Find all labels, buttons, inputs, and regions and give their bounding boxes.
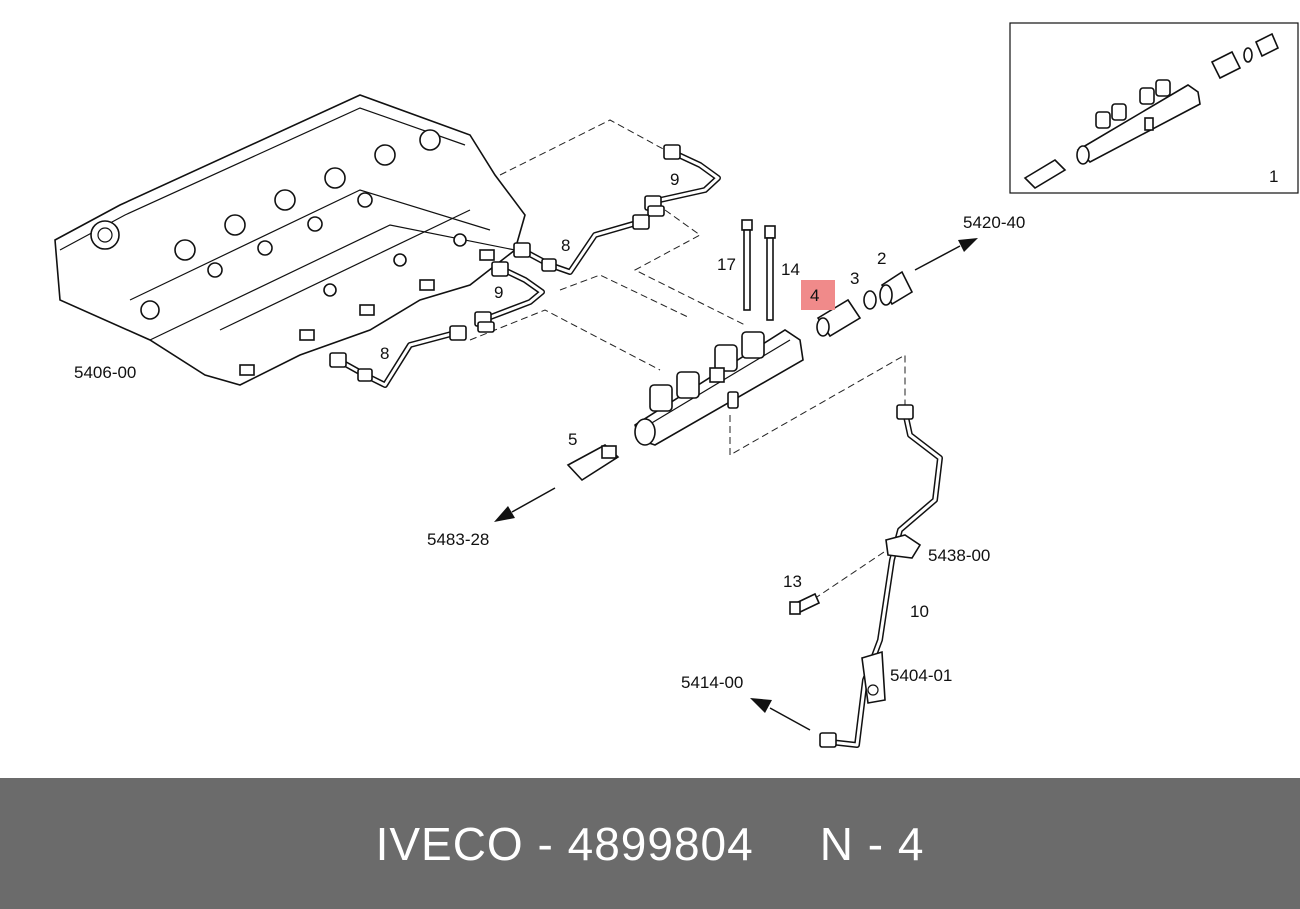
common-rail-drawing — [634, 329, 804, 446]
brand-name: IVECO — [375, 817, 524, 870]
suffix-number: 4 — [897, 817, 925, 870]
injector-pipe-9-lower — [474, 261, 545, 333]
callout-13: 13 — [783, 572, 802, 591]
callout-4-highlight — [801, 280, 835, 310]
sensor-5-drawing — [566, 444, 620, 482]
clamp-5438 — [885, 534, 922, 559]
bolt-17-drawing — [741, 219, 753, 311]
part-2-plug — [879, 270, 914, 306]
part-4-valve-body — [816, 298, 862, 338]
ref-5406-00: 5406-00 — [74, 363, 136, 382]
callout-17: 17 — [717, 255, 736, 274]
callout-3: 3 — [850, 269, 859, 288]
suffix-letter: N — [819, 817, 854, 870]
ref-5420-40: 5420-40 — [963, 213, 1025, 232]
dashed-leaders — [469, 119, 906, 606]
bolt-13-drawing — [789, 592, 821, 615]
injector-pipe-9-upper — [644, 144, 721, 217]
part-3-seal-ring — [863, 290, 877, 310]
callout-4: 4 — [810, 286, 819, 305]
callout-9-lower: 9 — [494, 283, 503, 302]
inset-box — [1009, 22, 1299, 194]
callout-2: 2 — [877, 249, 886, 268]
callout-8-lower: 8 — [380, 344, 389, 363]
clamp-5404 — [861, 650, 886, 704]
suffix-dash: - — [867, 817, 885, 870]
ref-5404-01: 5404-01 — [890, 666, 952, 685]
arrow-5483-28 — [494, 487, 556, 522]
cylinder-head-drawing — [54, 94, 526, 386]
callout-5: 5 — [568, 430, 577, 449]
ref-5438-00: 5438-00 — [928, 546, 990, 565]
parts-diagram: 1 2 3 4 5 8 8 9 9 10 13 14 17 5406-00 54… — [54, 22, 1299, 748]
head-bolts — [239, 249, 495, 376]
injector-pipe-8-lower — [329, 325, 467, 388]
separator-dash: - — [537, 817, 554, 870]
callout-1: 1 — [1269, 167, 1278, 186]
inset-sensor-drawing — [1023, 158, 1067, 190]
callout-10: 10 — [910, 602, 929, 621]
part-number-banner: IVECO - 4899804 N - 4 — [0, 778, 1300, 909]
part-number: 4899804 — [567, 817, 754, 870]
inset-valve-drawing — [1210, 32, 1280, 80]
callout-8-upper: 8 — [561, 236, 570, 255]
head-ports — [90, 129, 467, 320]
callout-14: 14 — [781, 260, 800, 279]
ref-5414-00: 5414-00 — [681, 673, 743, 692]
callout-9-upper: 9 — [670, 170, 679, 189]
inset-rail-drawing — [1076, 79, 1201, 165]
reference-labels: 5406-00 5420-40 5483-28 5438-00 5404-01 … — [74, 213, 1025, 692]
ref-5483-28: 5483-28 — [427, 530, 489, 549]
callout-labels: 1 2 3 4 5 8 8 9 9 10 13 14 17 — [380, 167, 1278, 621]
arrow-5420-40 — [914, 238, 978, 271]
stud-14-drawing — [764, 225, 776, 321]
arrow-5414-00 — [750, 698, 811, 731]
injector-pipe-8-upper — [513, 214, 650, 275]
